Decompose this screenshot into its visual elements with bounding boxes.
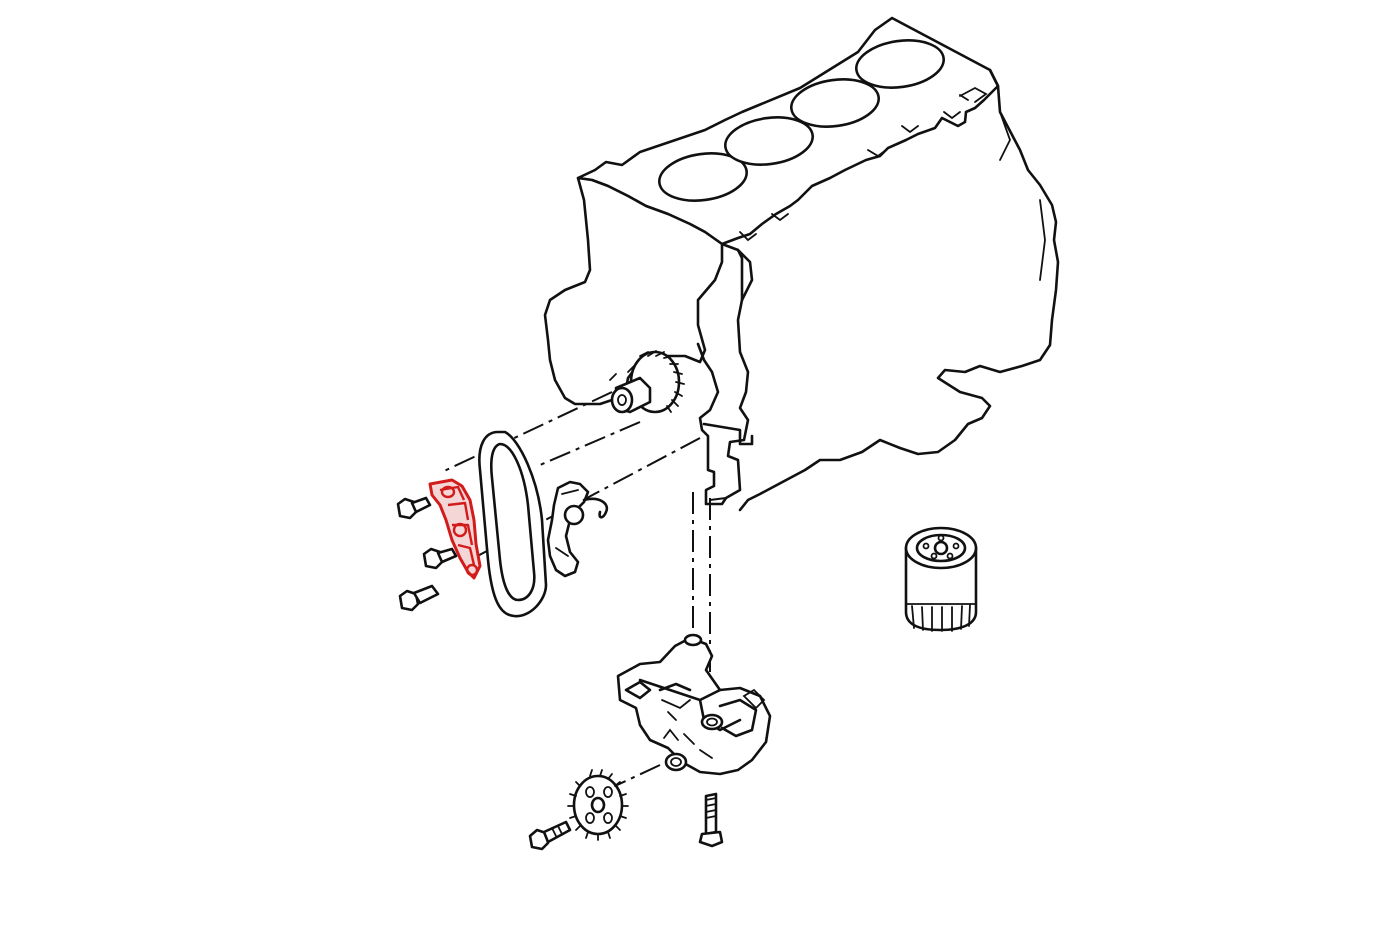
oil-pump-sprocket	[567, 769, 629, 841]
guide-bolt-upper	[396, 496, 432, 520]
oil-pump	[616, 633, 772, 776]
oil-filter	[904, 526, 978, 632]
crankshaft-sprocket	[609, 350, 685, 414]
oil-pump-drive-chain	[478, 430, 548, 618]
guide-bolts	[396, 496, 458, 612]
guide-bolt-middle	[422, 547, 458, 570]
sprocket-bolt	[528, 820, 572, 851]
guide-bolt-lower	[398, 584, 440, 612]
cylinder-block	[543, 16, 1060, 512]
chain-guide-highlighted	[428, 478, 482, 580]
pump-bolt	[698, 792, 724, 848]
chain-tensioner	[546, 480, 609, 578]
